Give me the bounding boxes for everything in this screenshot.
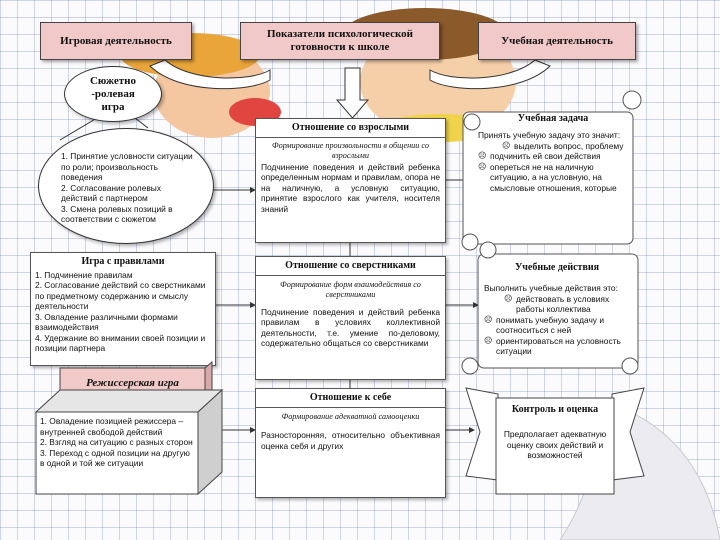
role-play-item: 2. Согласование ролевых действий с партн… <box>61 182 162 204</box>
role-play-item: 3. Смена ролевых позиций в соответствии … <box>61 203 173 225</box>
role-play-title-text: Сюжетно -ролевая игра <box>89 74 137 113</box>
director-game-title: Режиссерская игра <box>86 377 179 389</box>
curved-arrow-right <box>429 59 551 90</box>
learning-task-intro: Принять учебную задачу это значит: <box>478 130 621 140</box>
director-game-item: 3. Переход с одной позиции на другую в о… <box>40 447 190 469</box>
ribbon-tail-right <box>611 387 645 481</box>
rules-game-item: 1. Подчинение правилам <box>35 269 133 280</box>
rules-game-item: 3. Овладение различными формами взаимоде… <box>35 311 178 333</box>
frown-face-icon: ☹ <box>504 293 513 303</box>
learning-actions-paper <box>477 253 639 369</box>
adults-card: Отношение со взрослыми Формирование прои… <box>255 118 446 243</box>
peers-card: Отношение со сверстниками Формирование ф… <box>255 256 446 380</box>
self-card: Отношение к себе Формирование адекватной… <box>255 388 446 498</box>
frown-face-icon: ☹ <box>484 314 493 324</box>
director-game-items: 1. Овладение позицией режиссера – внутре… <box>40 416 196 492</box>
learning-actions-bullet-text: ориентироваться на условность ситуации <box>496 335 621 357</box>
self-title: Отношение к себе <box>256 389 445 408</box>
learning-actions-intro: Выполнить учебные действия это: <box>484 283 618 293</box>
learning-task-bullet: ☹ подчинить ей свои действия <box>478 151 628 162</box>
learning-task-curl-bottom <box>461 233 479 251</box>
frown-face-icon: ☹ <box>484 335 493 345</box>
down-arrow-center <box>335 67 370 119</box>
rules-game-item: 4. Удержание во внимании своей позиции и… <box>35 332 206 354</box>
role-play-items: 1. Принятие условности ситуации по роли;… <box>38 128 214 244</box>
learning-task-bullet: ☹ опереться не на наличную ситуацию, а н… <box>478 162 628 194</box>
learning-task-curl-right <box>622 90 642 110</box>
rules-game-item: 2. Согласование действий со сверстниками… <box>35 280 206 311</box>
adults-text: Подчинение поведения и действий ребенка … <box>261 161 440 214</box>
learning-task-bullet-text: подчинить ей свои действия <box>490 151 601 161</box>
learning-actions-bullet-text: понимать учебную задачу и соотноситься с… <box>496 314 604 336</box>
line-role-2 <box>134 117 149 129</box>
role-play-title: Сюжетно -ролевая игра <box>64 66 162 122</box>
ribbon-body <box>495 397 615 495</box>
adults-title: Отношение со взрослыми <box>256 119 445 138</box>
curved-arrow-left <box>149 59 271 90</box>
director-box-front <box>35 411 199 495</box>
role-play-item: 1. Принятие условности ситуации по роли;… <box>61 151 193 182</box>
learning-task-title: Учебная задача <box>517 113 589 124</box>
frown-face-icon: ☹ <box>478 161 487 171</box>
control-text: Предполагает адекватную оценку своих дей… <box>503 429 607 460</box>
rules-game-title: Игра с правилами <box>81 256 165 267</box>
learning-actions-bullet: ☹ действовать в условиях работы коллекти… <box>484 294 630 315</box>
frown-face-icon: ☹ <box>478 151 487 160</box>
learning-task-card: Учебная задача Принять учебную задачу эт… <box>478 113 628 241</box>
director-game-item: 1. Овладение позицией режиссера – внутре… <box>40 416 184 437</box>
learning-task-bullet-text: опереться не на наличную ситуацию, а на … <box>490 161 617 193</box>
learning-actions-curl-bottom <box>621 357 639 375</box>
control-card: Контроль и оценка Предполагает адекватну… <box>498 404 612 492</box>
frown-face-icon: ☹ <box>502 140 511 150</box>
learning-task-bullet: ☹ выделить вопрос, проблему <box>478 141 628 152</box>
rules-game-card: Игра с правилами 1. Подчинение правилам … <box>30 252 216 366</box>
self-subtitle: Формирование адекватной самооценки <box>281 411 420 421</box>
learning-actions-title: Учебные действия <box>514 262 600 273</box>
learning-task-paper <box>462 111 634 245</box>
learning-actions-bullet-text: действовать в условиях работы коллектива <box>516 293 610 315</box>
adults-subtitle: Формирование произвольности в общении со… <box>272 140 429 161</box>
top-box-learning: Учебная деятельность <box>478 22 636 60</box>
control-title: Контроль и оценка <box>511 404 599 415</box>
top-box-readiness: Показатели психологической готовности к … <box>240 22 440 60</box>
self-text: Разносторонняя, относительно объективная… <box>261 430 440 451</box>
learning-actions-curl-left <box>461 357 479 375</box>
learning-actions-bullet: ☹ ориентироваться на условность ситуации <box>484 336 630 357</box>
learning-actions-bullet: ☹ понимать учебную задачу и соотноситься… <box>484 315 630 336</box>
peers-title: Отношение со сверстниками <box>256 257 445 276</box>
learning-task-curl-top <box>463 113 481 131</box>
director-game-item: 2. Взгляд на ситуацию с разных сторон <box>40 437 193 447</box>
peers-subtitle: Формирование форм взаимодействия со свер… <box>280 279 421 300</box>
learning-task-bullet-text: выделить вопрос, проблему <box>514 140 624 151</box>
peers-text: Подчинение поведения и действий ребенка … <box>261 306 440 349</box>
line-role-1 <box>59 117 98 141</box>
ribbon-tail-left <box>465 387 499 481</box>
top-box-play: Игровая деятельность <box>40 22 192 60</box>
learning-actions-curl-top <box>479 241 497 259</box>
learning-actions-card: Учебные действия Выполнить учебные дейст… <box>484 262 630 386</box>
